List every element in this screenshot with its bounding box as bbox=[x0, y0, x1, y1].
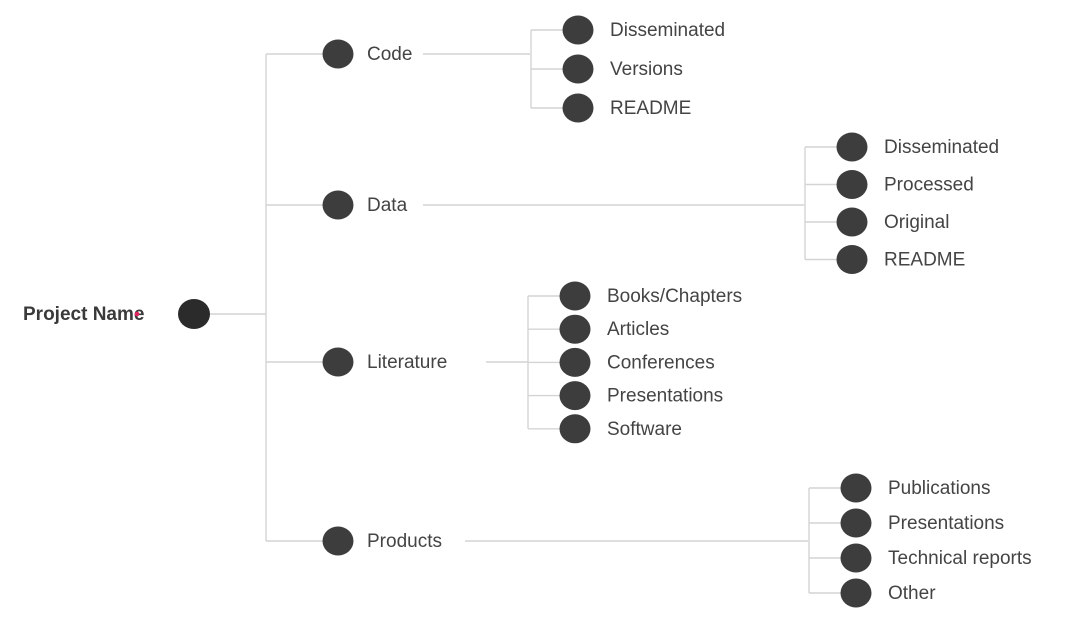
child-node-products-1 bbox=[840, 508, 872, 538]
child-node-data-3 bbox=[836, 245, 868, 274]
child-label-products-1: Presentations bbox=[888, 513, 1004, 534]
child-label-products-3: Other bbox=[888, 583, 936, 604]
child-label-products-0: Publications bbox=[888, 478, 990, 499]
child-label-data-3: README bbox=[884, 250, 965, 271]
child-node-data-0 bbox=[836, 132, 868, 162]
child-label-literature-4: Software bbox=[607, 419, 682, 440]
branch-node-code bbox=[322, 39, 354, 69]
branch-label-literature: Literature bbox=[367, 352, 447, 373]
branch-label-products: Products bbox=[367, 531, 442, 552]
child-node-data-1 bbox=[836, 170, 868, 199]
child-node-literature-3 bbox=[559, 381, 591, 411]
branch-node-products bbox=[322, 526, 354, 556]
child-node-code-0 bbox=[562, 15, 594, 45]
child-node-literature-1 bbox=[559, 314, 591, 344]
child-node-code-2 bbox=[562, 93, 594, 123]
child-label-data-0: Disseminated bbox=[884, 137, 999, 158]
branch-node-data bbox=[322, 190, 354, 220]
child-node-literature-4 bbox=[559, 414, 591, 444]
child-label-literature-0: Books/Chapters bbox=[607, 286, 742, 307]
root-node bbox=[178, 299, 210, 329]
child-label-literature-2: Conferences bbox=[607, 352, 715, 373]
child-label-code-0: Disseminated bbox=[610, 20, 725, 41]
child-node-products-3 bbox=[840, 578, 872, 608]
branch-node-literature bbox=[322, 347, 354, 377]
cursor-marker bbox=[134, 311, 140, 317]
branch-label-data: Data bbox=[367, 195, 408, 216]
child-node-data-2 bbox=[836, 207, 868, 237]
child-label-literature-1: Articles bbox=[607, 319, 669, 340]
child-label-data-2: Original bbox=[884, 212, 949, 233]
branch-label-code: Code bbox=[367, 44, 412, 65]
child-node-products-0 bbox=[840, 473, 872, 503]
child-label-literature-3: Presentations bbox=[607, 386, 723, 407]
child-label-products-2: Technical reports bbox=[888, 548, 1032, 569]
child-node-literature-0 bbox=[559, 281, 591, 311]
diagram-nodes: DisseminatedVersionsREADMECodeDisseminat… bbox=[23, 15, 1032, 608]
child-node-literature-2 bbox=[559, 347, 591, 377]
connector-lines bbox=[206, 29, 856, 594]
child-label-data-1: Processed bbox=[884, 175, 974, 196]
child-label-code-1: Versions bbox=[610, 59, 683, 80]
child-node-products-2 bbox=[840, 543, 872, 573]
root-label: Project Name bbox=[23, 304, 144, 325]
child-label-code-2: README bbox=[610, 98, 691, 119]
child-node-code-1 bbox=[562, 54, 594, 84]
